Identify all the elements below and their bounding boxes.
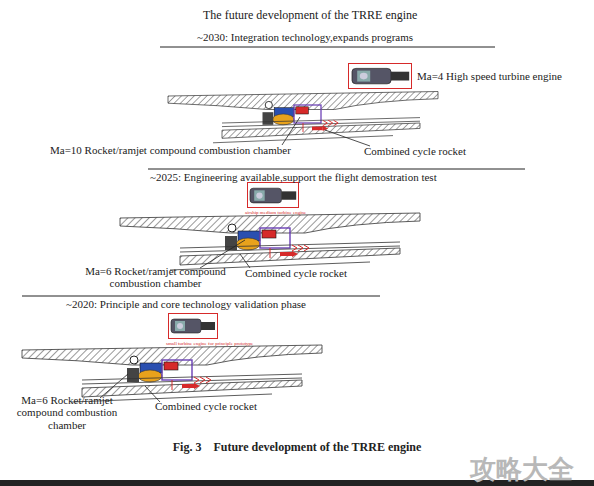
engine-image-box: airship medium turbine engine: [247, 182, 299, 208]
annotation-label: ~2025: Engineering available,support the…: [150, 171, 437, 183]
figure-caption: Fig. 3 Future development of the TRRE en…: [0, 441, 594, 454]
watermark: 攻略大全: [470, 455, 574, 484]
annotation-label: ~2020: Principle and core technology val…: [66, 298, 306, 310]
annotation-label: Ma=10 Rocket/ramjet compound combustion …: [50, 144, 291, 156]
engine-image-box: Ma=4 High speed turbine engine: [348, 63, 412, 89]
engine-label: airship medium turbine engine: [245, 210, 306, 215]
annotation-label: Combined cycle rocket: [364, 145, 466, 157]
annotation-label: Combined cycle rocket: [245, 267, 347, 279]
annotation-label: Ma=6 Rocket/ramjet compound combustion c…: [68, 265, 243, 290]
engine-image-box: small turbine engine for principle proto…: [168, 313, 218, 339]
annotation-label: Ma=6 Rocket/ramjet compound combustion c…: [12, 394, 122, 431]
annotation-label: Combined cycle rocket: [155, 400, 257, 412]
engine-label: Ma=4 High speed turbine engine: [417, 70, 562, 82]
diagram-title: The future development of the TRRE engin…: [203, 9, 417, 22]
engine-label: small turbine engine for principle proto…: [166, 341, 253, 346]
annotation-label: ~2030: Integration technology,expands pr…: [197, 31, 413, 43]
